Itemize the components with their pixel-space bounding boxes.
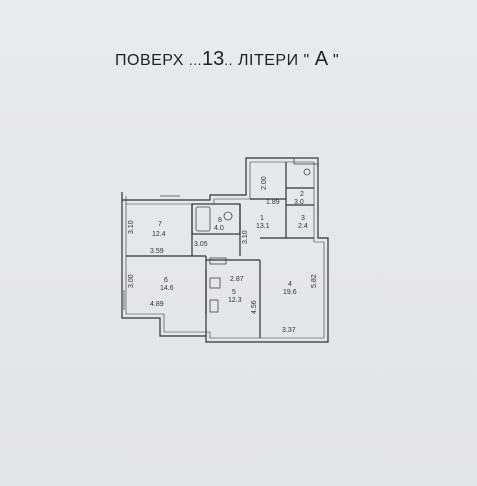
balcony-grid-icon (293, 157, 319, 165)
floor-number: 13 (202, 48, 225, 70)
dim-4-56: 4.56 (251, 300, 258, 314)
dim-3-59: 3.59 (150, 248, 164, 255)
dim-5-82: 5.82 (311, 274, 318, 288)
column-icon (209, 277, 221, 289)
vent-icon (209, 257, 227, 265)
room-2-area: 3.0 (294, 199, 304, 206)
floor-dots-before: ... (188, 52, 203, 68)
bathtub-icon (195, 206, 211, 232)
letter-label: ЛІТЕРИ (238, 52, 299, 69)
room-2-number: 2 (300, 191, 304, 198)
room-1-area: 13.1 (256, 223, 270, 230)
room-8-number: 8 (218, 217, 222, 224)
toilet-icon (303, 168, 311, 176)
room-8-area: 4.0 (214, 225, 224, 232)
room-5-number: 5 (232, 289, 236, 296)
plan-walls (121, 157, 329, 343)
dim-3-05: 3.05 (194, 241, 208, 248)
dim-2-87: 2.87 (230, 276, 244, 283)
floor-dots-after: .. (224, 52, 234, 68)
dim-3-10-mid: 3.10 (242, 230, 249, 244)
sink-icon (223, 211, 233, 221)
dim-3-10-left: 3.10 (128, 220, 135, 234)
letter-close-quote: " (332, 52, 340, 69)
room-4-area: 19.6 (283, 289, 297, 296)
floor-label: ПОВЕРХ (115, 52, 184, 69)
dim-3-37: 3.37 (282, 327, 296, 334)
shaft-icon (209, 299, 219, 313)
fixtures (123, 157, 319, 313)
dim-2-00: 2.00 (261, 176, 268, 190)
floor-header: ПОВЕРХ ...13.. ЛІТЕРИ " А " (115, 48, 339, 71)
letter-open-quote: " (303, 52, 310, 69)
room-3-number: 3 (301, 215, 305, 222)
room-6-area: 14.6 (160, 285, 174, 292)
dim-1-89: 1.89 (266, 199, 280, 206)
dim-4-89: 4.89 (150, 301, 164, 308)
room-7-number: 7 (158, 221, 162, 228)
room-3-area: 2.4 (298, 223, 308, 230)
dim-3-00: 3.00 (128, 274, 135, 288)
room-4-number: 4 (288, 281, 292, 288)
room-7-area: 12.4 (152, 231, 166, 238)
letter-value: А (314, 48, 329, 70)
room-5-area: 12.3 (228, 297, 242, 304)
room-1-number: 1 (260, 215, 264, 222)
room-6-number: 6 (164, 277, 168, 284)
